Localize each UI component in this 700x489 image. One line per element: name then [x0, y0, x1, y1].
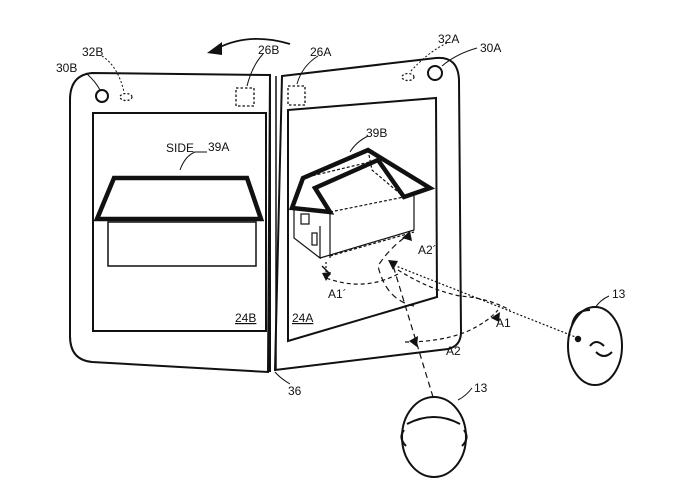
- rotation-arrow: [217, 37, 291, 49]
- label-32b: 32B: [82, 45, 103, 59]
- label-26b: 26B: [258, 43, 279, 57]
- left-device-panel: [69, 71, 272, 374]
- label-a2: A2: [446, 344, 461, 358]
- label-13-side: 13: [612, 287, 626, 301]
- viewing-rays: [325, 237, 579, 398]
- label-13-front: 13: [474, 381, 488, 395]
- camera-30b: [95, 89, 109, 103]
- label-30a: 30A: [480, 41, 501, 55]
- label-24b: 24B: [235, 311, 256, 325]
- house-3d-view: [288, 147, 436, 279]
- left-display-screen: [92, 112, 267, 332]
- right-display-screen: [287, 96, 439, 343]
- label-a1: A1: [496, 316, 511, 330]
- camera-30a: [427, 65, 443, 81]
- label-26a: 26A: [310, 45, 331, 59]
- sensor-26a: [287, 85, 306, 106]
- label-a2-prime: A2´: [418, 243, 437, 257]
- label-39b: 39B: [366, 126, 387, 140]
- label-24a: 24A: [292, 311, 313, 325]
- right-device-panel: [273, 56, 463, 372]
- observer-eye-side: [574, 335, 582, 343]
- rotation-arrowhead: [207, 42, 222, 55]
- house-side-view: [93, 175, 265, 267]
- sensor-32b: [119, 92, 133, 102]
- observer-head-front: [400, 396, 468, 478]
- label-a1-prime: A1´: [328, 287, 347, 301]
- label-36: 36: [288, 384, 302, 398]
- sensor-26b: [235, 87, 255, 107]
- observer-head-side: [567, 306, 623, 386]
- sensor-32a: [401, 72, 415, 82]
- label-32a: 32A: [438, 32, 459, 46]
- label-30b: 30B: [56, 61, 77, 75]
- ray-arrowheads: [322, 231, 500, 347]
- label-side: SIDE: [166, 141, 194, 155]
- label-39a: 39A: [208, 140, 229, 154]
